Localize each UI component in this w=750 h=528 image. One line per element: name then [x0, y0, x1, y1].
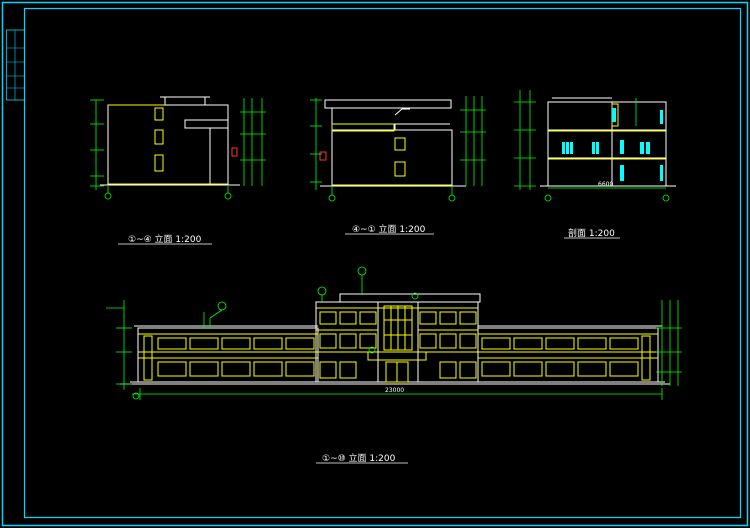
- section-title: 剖面 1:200: [568, 227, 615, 239]
- right-side-elevation: ④~① 立面 1:200: [310, 96, 486, 235]
- front-elevation-title: ①~⑩ 立面 1:200: [322, 452, 396, 464]
- building-section: 6600 剖面 1:200: [514, 90, 676, 239]
- left-side-elevation: ①~④ 立面 1:200: [90, 96, 266, 245]
- front-width-dimension: 23000: [385, 387, 404, 394]
- front-elevation: 23000 ①~⑩ 立面 1:200: [106, 266, 682, 464]
- left-elevation-title: ①~④ 立面 1:200: [128, 233, 202, 245]
- right-elevation-title: ④~① 立面 1:200: [352, 223, 426, 235]
- section-width-dimension: 6600: [598, 181, 613, 188]
